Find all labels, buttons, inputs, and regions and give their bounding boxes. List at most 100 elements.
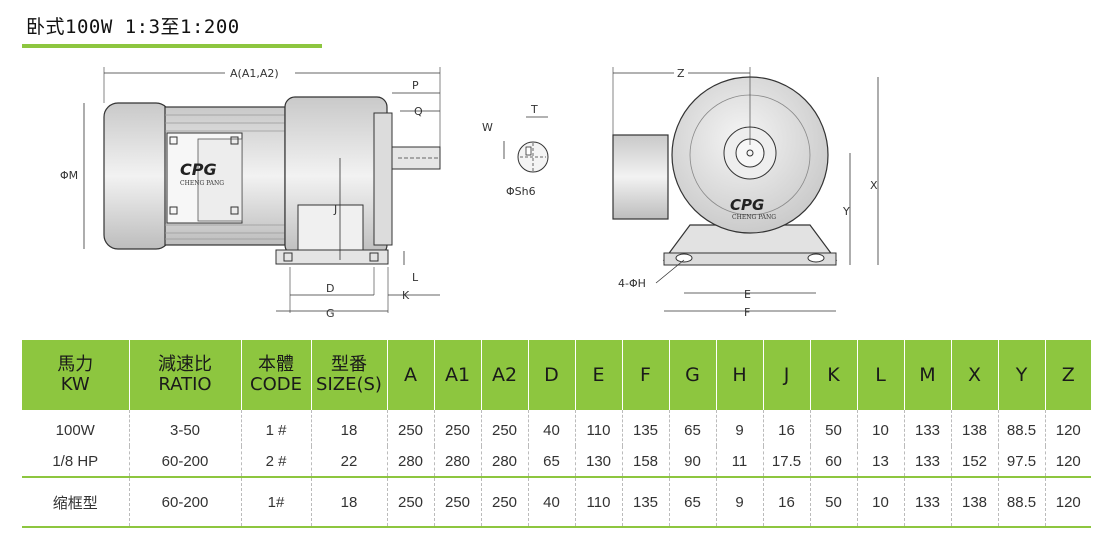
cell-z: 120 (1045, 446, 1091, 478)
header-d: D (528, 340, 576, 410)
cell-l: 13 (857, 446, 905, 478)
label-j: J (333, 203, 337, 216)
side-view: CPG CHENG PANG A(A1,A2) P Q J ΦM (60, 66, 441, 320)
cell-a2: 250 (481, 410, 529, 446)
front-logo-sub: CHENG PANG (732, 214, 776, 221)
label-d: D (326, 282, 334, 295)
front-view: CPG CHENG PANG Z X Y E F 4-ΦH (612, 66, 879, 319)
cell-a2: 250 (481, 477, 529, 528)
cell-power: 缩框型 (22, 477, 130, 528)
cell-a: 250 (387, 477, 435, 528)
header-j: J (763, 340, 811, 410)
label-s: ΦSh6 (506, 185, 536, 198)
cell-l: 10 (857, 410, 905, 446)
cell-k: 50 (810, 410, 858, 446)
cell-f: 135 (622, 477, 670, 528)
cell-g: 90 (669, 446, 717, 478)
cell-m: 133 (904, 477, 952, 528)
label-z: Z (677, 67, 685, 80)
header-a: A (387, 340, 435, 410)
cell-f: 135 (622, 410, 670, 446)
cell-g: 65 (669, 410, 717, 446)
cell-z: 120 (1045, 477, 1091, 528)
header-y: Y (998, 340, 1046, 410)
header-e: E (575, 340, 623, 410)
table-row: 100W 3-50 1 # 18 250 250 250 40 110 135 … (22, 410, 1091, 446)
header-l: L (857, 340, 905, 410)
cell-ratio: 3-50 (129, 410, 242, 446)
cell-f: 158 (622, 446, 670, 478)
cell-d: 40 (528, 410, 576, 446)
cell-code: 1 # (241, 410, 312, 446)
cell-code: 1# (241, 477, 312, 528)
cell-x: 138 (951, 410, 999, 446)
cell-x: 138 (951, 477, 999, 528)
cell-z: 120 (1055, 421, 1081, 439)
cell-a2: 280 (481, 446, 529, 478)
page-title: 卧式100W 1:3至1:200 (26, 16, 240, 38)
cell-size: 22 (311, 446, 388, 478)
cell-code: 2 # (241, 446, 312, 478)
header-a1: A1 (434, 340, 482, 410)
header-f: F (622, 340, 670, 410)
label-q: Q (414, 105, 423, 118)
cell-size: 18 (311, 410, 388, 446)
label-k: K (402, 289, 410, 302)
cell-a: 250 (387, 410, 435, 446)
cell-h: 9 (716, 477, 764, 528)
cell-size: 18 (311, 477, 388, 528)
header-k: K (810, 340, 858, 410)
cell-g: 65 (669, 477, 717, 528)
cell-d: 40 (528, 477, 576, 528)
cell-e: 110 (575, 410, 623, 446)
label-x: X (870, 179, 878, 192)
cell-j: 17.5 (763, 446, 811, 478)
cell-e: 110 (575, 477, 623, 528)
cell-m: 133 (904, 410, 952, 446)
label-l: L (412, 271, 419, 284)
title-underline (22, 44, 322, 48)
cell-d: 65 (528, 446, 576, 478)
cell-j: 16 (763, 410, 811, 446)
label-t: T (530, 103, 538, 116)
label-a: A(A1,A2) (230, 67, 279, 80)
front-logo: CPG (730, 196, 764, 214)
label-e: E (744, 288, 751, 301)
cell-y: 88.5 (998, 477, 1046, 528)
cell-a1: 250 (434, 477, 482, 528)
motor-drawing: CPG CHENG PANG A(A1,A2) P Q J ΦM (60, 66, 879, 320)
header-h: H (716, 340, 764, 410)
header-x: X (951, 340, 999, 410)
table-row: 缩框型 60-200 1# 18 250 250 250 40 110 135 … (22, 477, 1091, 528)
cell-h: 11 (716, 446, 764, 478)
label-h: 4-ΦH (618, 277, 646, 290)
label-m: ΦM (60, 169, 78, 182)
cell-x: 152 (951, 446, 999, 478)
header-g: G (669, 340, 717, 410)
label-y: Y (842, 205, 850, 218)
cell-l: 10 (857, 477, 905, 528)
cell-k: 60 (810, 446, 858, 478)
cell-power: 100W (22, 410, 130, 446)
header-m: M (904, 340, 952, 410)
cell-a1: 250 (434, 410, 482, 446)
table-row: 1/8 HP 60-200 2 # 22 280 280 280 65 130 … (22, 446, 1091, 478)
cell-m: 133 (904, 446, 952, 478)
label-w: W (482, 121, 493, 134)
cell-a1: 280 (434, 446, 482, 478)
cell-ratio: 60-200 (129, 477, 242, 528)
label-g: G (326, 307, 335, 320)
cell-y: 88.5 (998, 410, 1046, 446)
header-a2: A2 (481, 340, 529, 410)
side-logo-sub: CHENG PANG (180, 180, 224, 187)
cell-power: 1/8 HP (22, 446, 130, 478)
cell-k: 50 (810, 477, 858, 528)
cell-a: 280 (387, 446, 435, 478)
label-p: P (412, 79, 419, 92)
